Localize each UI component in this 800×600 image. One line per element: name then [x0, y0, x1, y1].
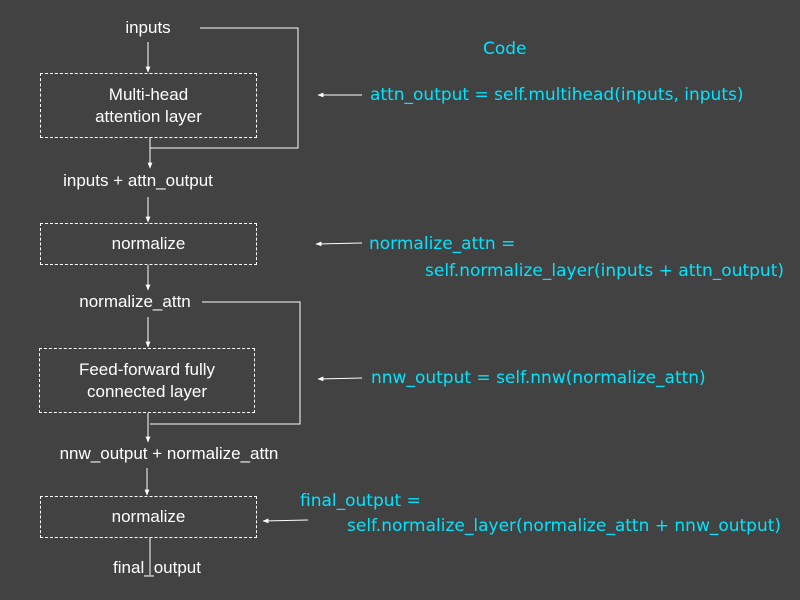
attention-layer-box: Multi-head attention layer — [40, 73, 257, 138]
normalize-box-2: normalize — [40, 496, 257, 538]
inputs-label: inputs — [125, 18, 171, 37]
code-arrow-normalize1 — [315, 241, 363, 247]
normalize-2-label: normalize — [111, 507, 186, 526]
attention-layer-label: Multi-head attention layer — [95, 84, 202, 126]
code-arrow-ffn — [317, 376, 363, 382]
code-final-line2: self.normalize_layer(normalize_attn + nn… — [347, 516, 782, 536]
normalize-1-label: normalize — [111, 234, 186, 253]
sum1-label: inputs + attn_output — [63, 171, 213, 190]
ffn-layer-box: Feed-forward fully connected layer — [39, 348, 255, 413]
final-output-label: final_output — [113, 558, 201, 577]
normalize-attn-label: normalize_attn — [79, 292, 191, 311]
code-nnw-line: nnw_output = self.nnw(normalize_attn) — [371, 368, 706, 388]
residual-connection-2 — [150, 301, 301, 425]
code-arrow-normalize2 — [262, 518, 309, 524]
code-norm1-line1: normalize_attn = — [369, 234, 516, 254]
residual-connection-1 — [150, 27, 299, 149]
code-norm1-line2: self.normalize_layer(inputs + attn_outpu… — [425, 261, 785, 281]
ffn-layer-label: Feed-forward fully connected layer — [78, 359, 216, 401]
code-attn-line: attn_output = self.multihead(inputs, inp… — [370, 85, 744, 105]
normalize-box-1: normalize — [40, 223, 257, 265]
code-final-line1: final_output = — [300, 491, 421, 511]
sum2-label: nnw_output + normalize_attn — [59, 444, 279, 463]
code-header: Code — [483, 39, 527, 59]
